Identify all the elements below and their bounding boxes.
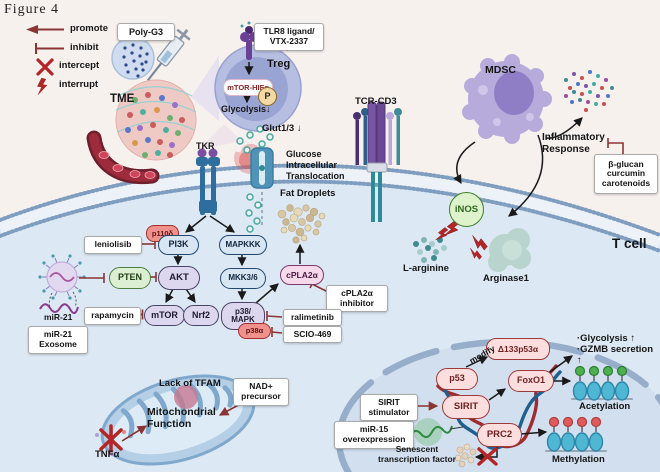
l-arginine-dots (413, 237, 447, 263)
senescent-factor-label: Senescent transcription factor (378, 444, 456, 464)
glycolysis-down-label: Glycolysis↓ (221, 104, 271, 114)
plasma-membrane (0, 163, 660, 253)
legend-inhibit-icon (35, 43, 64, 54)
l-arginine-label: L-arginine (403, 263, 449, 274)
mir21-exosome-box: miR-21 Exosome (28, 326, 88, 354)
senescent-rna-squiggle (409, 418, 464, 446)
ralimetinib-box: ralimetinib (283, 309, 342, 326)
tcr-cd3-label: TCR-CD3 (355, 96, 397, 107)
tfam-loss-blob (174, 385, 198, 409)
sirit-stimulator-box: SIRIT stimulator (360, 394, 418, 421)
mapkkk-node: MAPKKK (219, 235, 267, 255)
poly-g3-box: Poly-G3 (117, 23, 175, 41)
mir21-label: miR-21 (44, 312, 73, 322)
mdsc-cell (462, 54, 552, 144)
fat-droplets-label: Fat Droplets (280, 188, 336, 199)
inos-node: iNOS (449, 192, 484, 227)
mitochondrial-function-label: Mitochondrial Function (147, 406, 216, 431)
mir15-overexpression-box: miR-15 overexpression (334, 421, 414, 449)
tcr-cd3-receptor-icon (353, 101, 402, 222)
legend-promote-icon (26, 25, 64, 34)
p38a-node: p38α (238, 323, 271, 339)
glucose-translocation-label: Glucose Intracellular Translocation (286, 149, 345, 181)
methylation-label: Methylation (552, 454, 605, 465)
legend-inhibit-label: inhibit (70, 42, 99, 53)
leniolisib-box: leniolisib (84, 236, 142, 254)
sirit-node: SIRIT (442, 395, 490, 419)
d133p53a-node: Δ133p53α (486, 338, 550, 360)
acetylation-nucleosomes (571, 365, 633, 401)
mir21-exosome-icon (38, 254, 86, 314)
tme-tumor (115, 79, 197, 161)
zoom-cone (191, 55, 219, 121)
nucleus-outcomes-label: ·Glycolysis ↑ ·GZMB secretion ↑ (577, 333, 654, 366)
t-cell-label: T cell (612, 236, 647, 251)
glut-label: Glut1/3 ↓ (262, 123, 302, 134)
mitochondrion (100, 374, 256, 466)
legend-intercept-icon (36, 58, 54, 76)
cpla2a-inhibitor-box: cPLA2α inhibitor (326, 285, 388, 312)
mdsc-label: MDSC (485, 64, 516, 76)
rapamycin-box: rapamycin (84, 307, 141, 325)
glucose-molecules (236, 125, 274, 233)
pi3k-node: PI3K (158, 235, 199, 255)
fat-droplet-dots (277, 204, 326, 244)
nad-precursor-box: NAD+ precursor (233, 378, 289, 406)
poly-g3-vesicle (111, 36, 155, 80)
inflammatory-response-label: Inflammatory Response (542, 132, 605, 155)
syringe-icon (146, 28, 191, 82)
lack-of-tfam-label: Lack of TFAM (159, 378, 221, 389)
promote-arrows-black (165, 62, 583, 462)
figure-title: Figure 4 (4, 2, 60, 17)
tme-label: TME (110, 93, 135, 105)
mkk36-node: MKK3/6 (220, 268, 266, 289)
blood-vessel (86, 130, 160, 185)
cpla2a-node: cPLA2α (280, 265, 324, 285)
blocked-protein-dots (454, 443, 477, 468)
intercept-x-prc2 (477, 447, 498, 466)
acetylation-label: Acetylation (579, 401, 631, 412)
prc2-node: PRC2 (477, 423, 522, 447)
p53-node: p53 (436, 368, 478, 390)
glut-channel (250, 147, 274, 189)
beta-glucan-box: β-glucan curcumin carotenoids (594, 154, 658, 194)
tnfa-icon (95, 424, 126, 456)
legend-intercept-label: intercept (59, 60, 100, 71)
transporter-arc (235, 138, 262, 153)
phospho-badge: P (258, 87, 277, 106)
tkr-receptor-icon (196, 148, 220, 215)
legend-interrupt-label: interrupt (59, 79, 99, 90)
scio469-box: SCIO-469 (283, 326, 342, 343)
cytokine-dots (564, 70, 614, 112)
akt-node: AKT (158, 266, 200, 290)
mtor-node: mTOR (144, 305, 185, 326)
arginase1-label: Arginase1 (483, 273, 529, 284)
zoom-cone-lower (198, 124, 242, 150)
legend-promote-label: promote (70, 23, 108, 34)
treg-label: Treg (267, 58, 291, 70)
pten-node: PTEN (109, 267, 151, 289)
methylation-nucleosomes (545, 416, 607, 452)
arginase1-blob (488, 228, 531, 272)
nrf2-node: Nrf2 (183, 305, 219, 326)
tkr-label: TKR (196, 141, 215, 151)
tnfa-label: TNFα (95, 449, 120, 460)
tlr8-ligand-box: TLR8 ligand/ VTX-2337 (254, 23, 324, 51)
foxo1-node: FoxO1 (508, 370, 554, 392)
